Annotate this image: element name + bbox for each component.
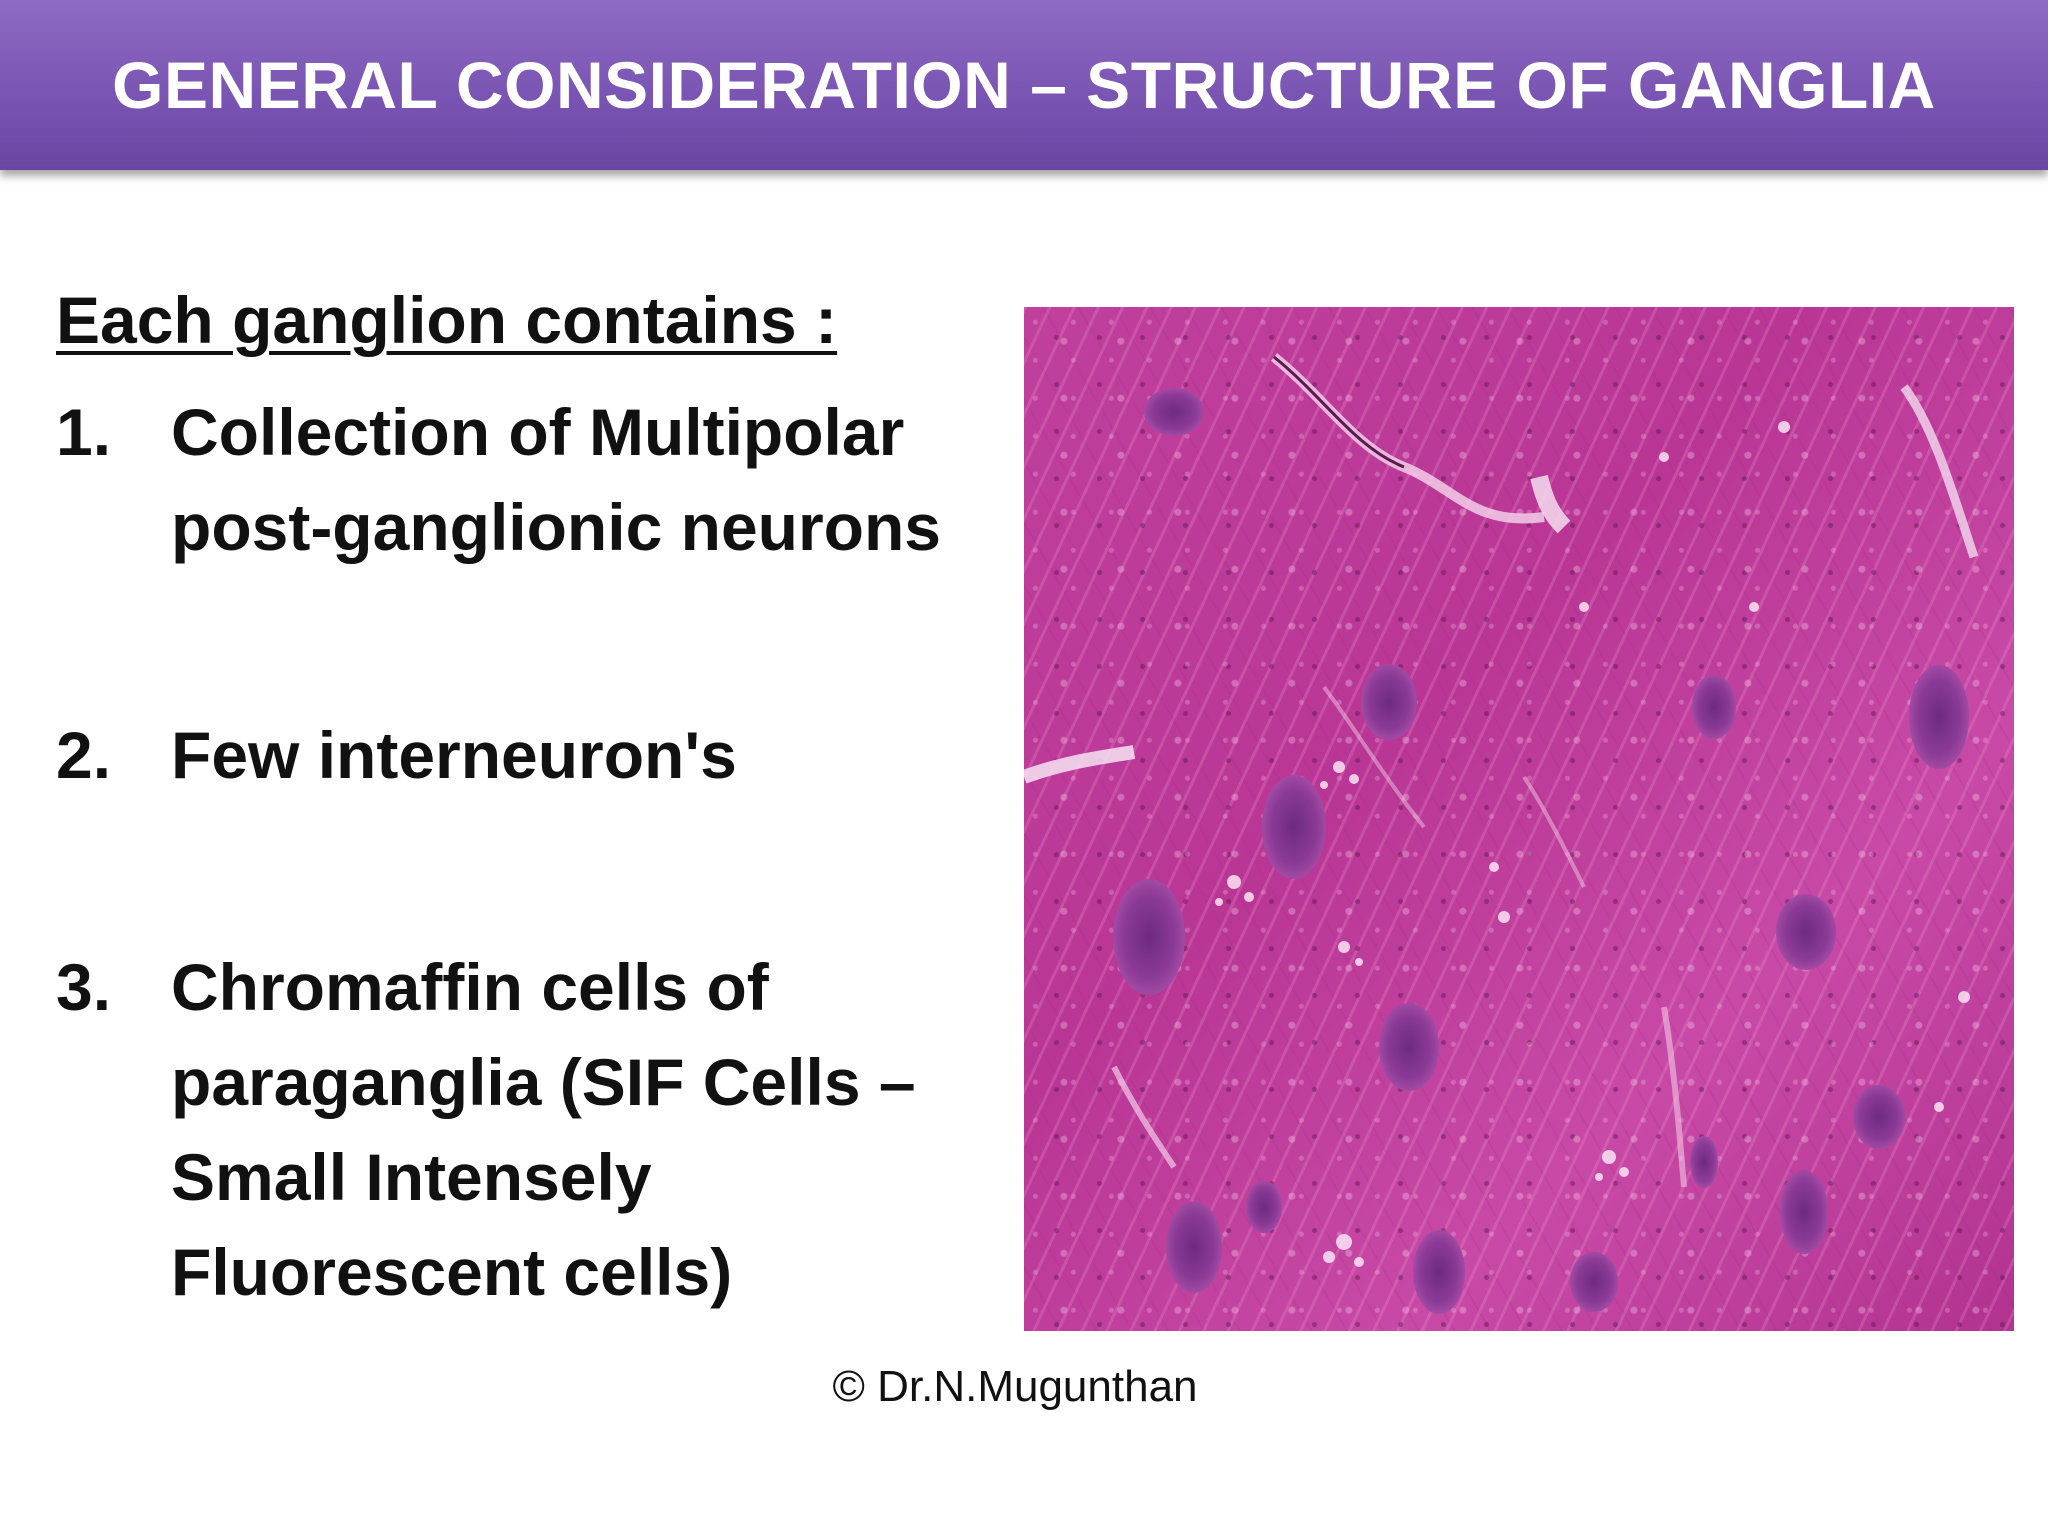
neuron-cell — [1570, 1252, 1618, 1312]
micrograph-drawing — [1024, 353, 1979, 1314]
tissue-fiber — [1522, 775, 1586, 888]
neuron-cell — [1690, 1136, 1718, 1188]
tissue-fiber — [1322, 685, 1426, 829]
neuron-cell — [1780, 1170, 1828, 1254]
list-text: Collection of Multipolar post-ganglionic… — [171, 395, 941, 564]
list-item: 3. Chromaffin cells of paraganglia (SIF … — [56, 940, 996, 1320]
list-item: 1. Collection of Multipolar post-ganglio… — [56, 385, 996, 575]
neuron-cell — [1776, 894, 1836, 970]
list-number: 1. — [56, 395, 112, 469]
title-bar: GENERAL CONSIDERATION – STRUCTURE OF GAN… — [0, 0, 2048, 170]
list-number: 3. — [56, 950, 112, 1024]
slide-title: GENERAL CONSIDERATION – STRUCTURE OF GAN… — [112, 48, 1936, 122]
neuron-cell — [1692, 675, 1736, 739]
tissue-cleft — [1024, 745, 1136, 784]
neuron-cell-bodies — [1113, 388, 1969, 1314]
vacuole-clusters — [1215, 421, 1970, 1267]
tissue-cleft-edge — [1273, 355, 1405, 469]
tissue-fiber — [1111, 1065, 1177, 1169]
list-number: 2. — [56, 718, 112, 792]
list-text: Few interneuron's — [171, 718, 737, 792]
tissue-cleft — [1900, 384, 1979, 559]
section-heading: Each ganglion contains : — [56, 283, 838, 357]
neuron-cell — [1361, 664, 1417, 740]
neuron-cell — [1853, 1085, 1905, 1149]
list-item: 2. Few interneuron's — [56, 708, 996, 803]
copyright-text: © Dr.N.Mugunthan — [832, 1362, 1198, 1411]
neuron-cell — [1413, 1230, 1465, 1314]
tissue-fiber — [1661, 1006, 1687, 1188]
tissue-cleft — [1270, 353, 1545, 524]
copyright-footer: © Dr.N.Mugunthan — [0, 1362, 2048, 1412]
neuron-cell — [1246, 1181, 1282, 1233]
list-text: Chromaffin cells of paraganglia (SIF Cel… — [171, 950, 916, 1309]
ganglion-micrograph — [1024, 307, 2014, 1331]
neuron-cell — [1909, 665, 1969, 769]
neuron-cell — [1379, 1003, 1439, 1091]
neuron-cell — [1166, 1201, 1222, 1293]
tissue-cleft — [1530, 474, 1571, 534]
neuron-cell — [1262, 775, 1326, 879]
neuron-cell — [1113, 879, 1185, 995]
neuron-cell — [1144, 388, 1204, 436]
